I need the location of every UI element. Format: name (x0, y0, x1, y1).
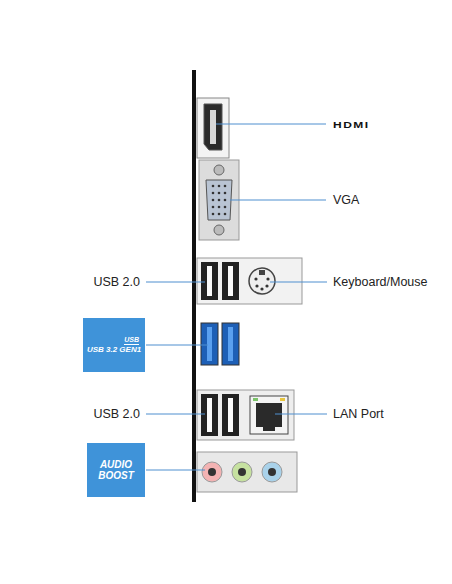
usb-ps2-stack (197, 258, 302, 304)
usb3-ports (201, 323, 239, 365)
usb-lan-stack (197, 390, 294, 440)
port-label: LAN Port (333, 407, 384, 422)
badge-text: AUDIO BOOST (90, 459, 142, 482)
feature-badge: USBUSB 3.2 GEN1 (83, 318, 145, 372)
badge-text: USB (124, 335, 139, 345)
leader-lines (146, 124, 327, 470)
feature-badge: AUDIO BOOST (87, 443, 145, 497)
port-label: Keyboard/Mouse (333, 275, 428, 290)
badge-text: USB 3.2 GEN1 (86, 345, 142, 355)
hdmi-port (197, 98, 229, 158)
panel-bar (192, 70, 196, 502)
port-label: USB 2.0 (93, 407, 140, 422)
port-label: VGA (333, 193, 359, 208)
hdmi-logo: HDMI (333, 120, 370, 132)
port-label: USB 2.0 (93, 275, 140, 290)
audio-jacks (197, 452, 297, 492)
